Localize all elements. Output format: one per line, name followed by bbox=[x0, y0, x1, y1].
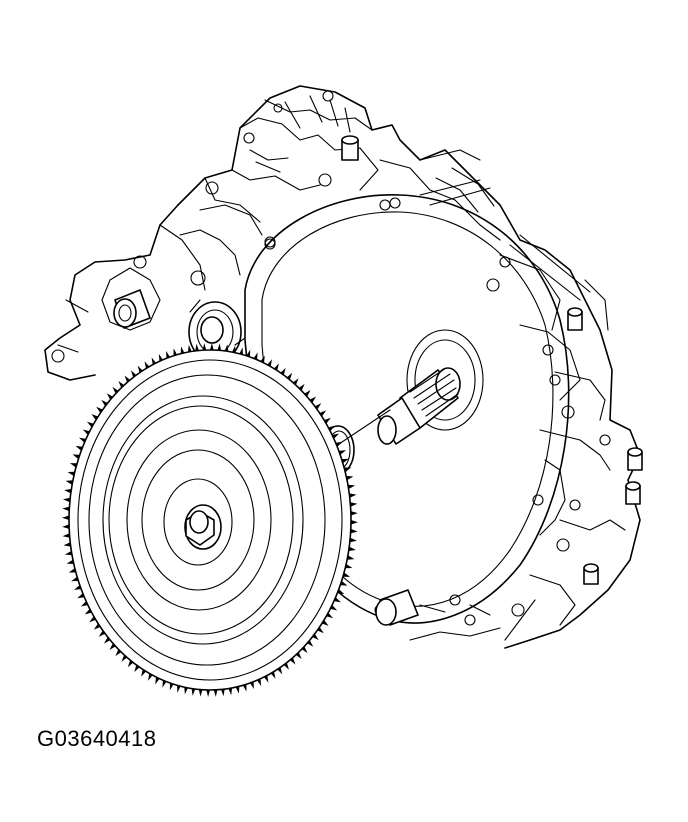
gear-tooth bbox=[184, 687, 188, 695]
gear-tooth bbox=[217, 343, 222, 351]
figure-id-label: G03640418 bbox=[37, 726, 157, 751]
gear-tooth bbox=[65, 480, 73, 485]
gear-tooth bbox=[63, 542, 71, 547]
gear-tooth bbox=[221, 689, 225, 697]
gear-tooth bbox=[64, 489, 72, 494]
gear-tooth bbox=[246, 349, 251, 357]
gear-tooth bbox=[177, 685, 181, 693]
gear-tooth bbox=[350, 502, 358, 507]
gear-tooth bbox=[344, 467, 352, 472]
gear-tooth bbox=[68, 568, 76, 573]
gear-tooth bbox=[350, 511, 358, 516]
gear-tooth bbox=[224, 344, 229, 352]
gear-tooth bbox=[347, 484, 356, 489]
flywheel-hub bbox=[184, 504, 222, 550]
gear-tooth bbox=[349, 493, 357, 498]
gear-tooth bbox=[210, 343, 214, 351]
gear-tooth bbox=[341, 458, 349, 464]
gear-tooth bbox=[67, 471, 75, 476]
gear-tooth bbox=[232, 345, 236, 353]
gear-tooth bbox=[66, 559, 74, 564]
gear-tooth bbox=[169, 683, 174, 691]
gear-tooth bbox=[180, 346, 185, 354]
dowel-pin-upper bbox=[113, 289, 151, 329]
gear-tooth bbox=[71, 576, 79, 582]
gear-tooth bbox=[351, 520, 358, 525]
gear-tooth bbox=[69, 463, 78, 468]
gear-tooth bbox=[206, 689, 210, 697]
gear-tooth bbox=[191, 688, 196, 696]
gear-tooth bbox=[187, 344, 192, 353]
gear-tooth bbox=[195, 343, 199, 351]
gear-tooth bbox=[235, 686, 240, 694]
gear-tooth bbox=[228, 687, 233, 696]
gear-tooth bbox=[349, 537, 357, 543]
bolt-top bbox=[341, 135, 359, 161]
gear-tooth bbox=[198, 689, 203, 697]
input-shaft bbox=[377, 329, 484, 445]
bolt-lower-right bbox=[583, 447, 643, 585]
gear-tooth bbox=[342, 572, 351, 577]
gear-tooth bbox=[213, 689, 218, 697]
gear-tooth bbox=[64, 551, 73, 556]
gear-tooth bbox=[62, 515, 69, 520]
case-detail-lower bbox=[409, 604, 501, 641]
transmission-housing bbox=[44, 85, 643, 649]
bolt-right bbox=[567, 307, 583, 331]
gear-tooth bbox=[239, 347, 243, 355]
gear-tooth bbox=[347, 555, 355, 560]
gear-tooth bbox=[62, 506, 70, 512]
gear-tooth bbox=[202, 343, 207, 351]
dowel-pin-lower bbox=[375, 589, 419, 626]
gear-tooth bbox=[350, 528, 358, 534]
flywheel bbox=[62, 343, 358, 697]
gear-tooth bbox=[242, 684, 247, 692]
gear-tooth bbox=[63, 497, 71, 503]
gear-tooth bbox=[62, 533, 70, 538]
gear-tooth bbox=[345, 564, 353, 569]
gear-tooth bbox=[346, 476, 354, 481]
gear-tooth bbox=[62, 524, 70, 529]
gear-tooth bbox=[173, 348, 178, 356]
gear-tooth bbox=[348, 546, 356, 551]
